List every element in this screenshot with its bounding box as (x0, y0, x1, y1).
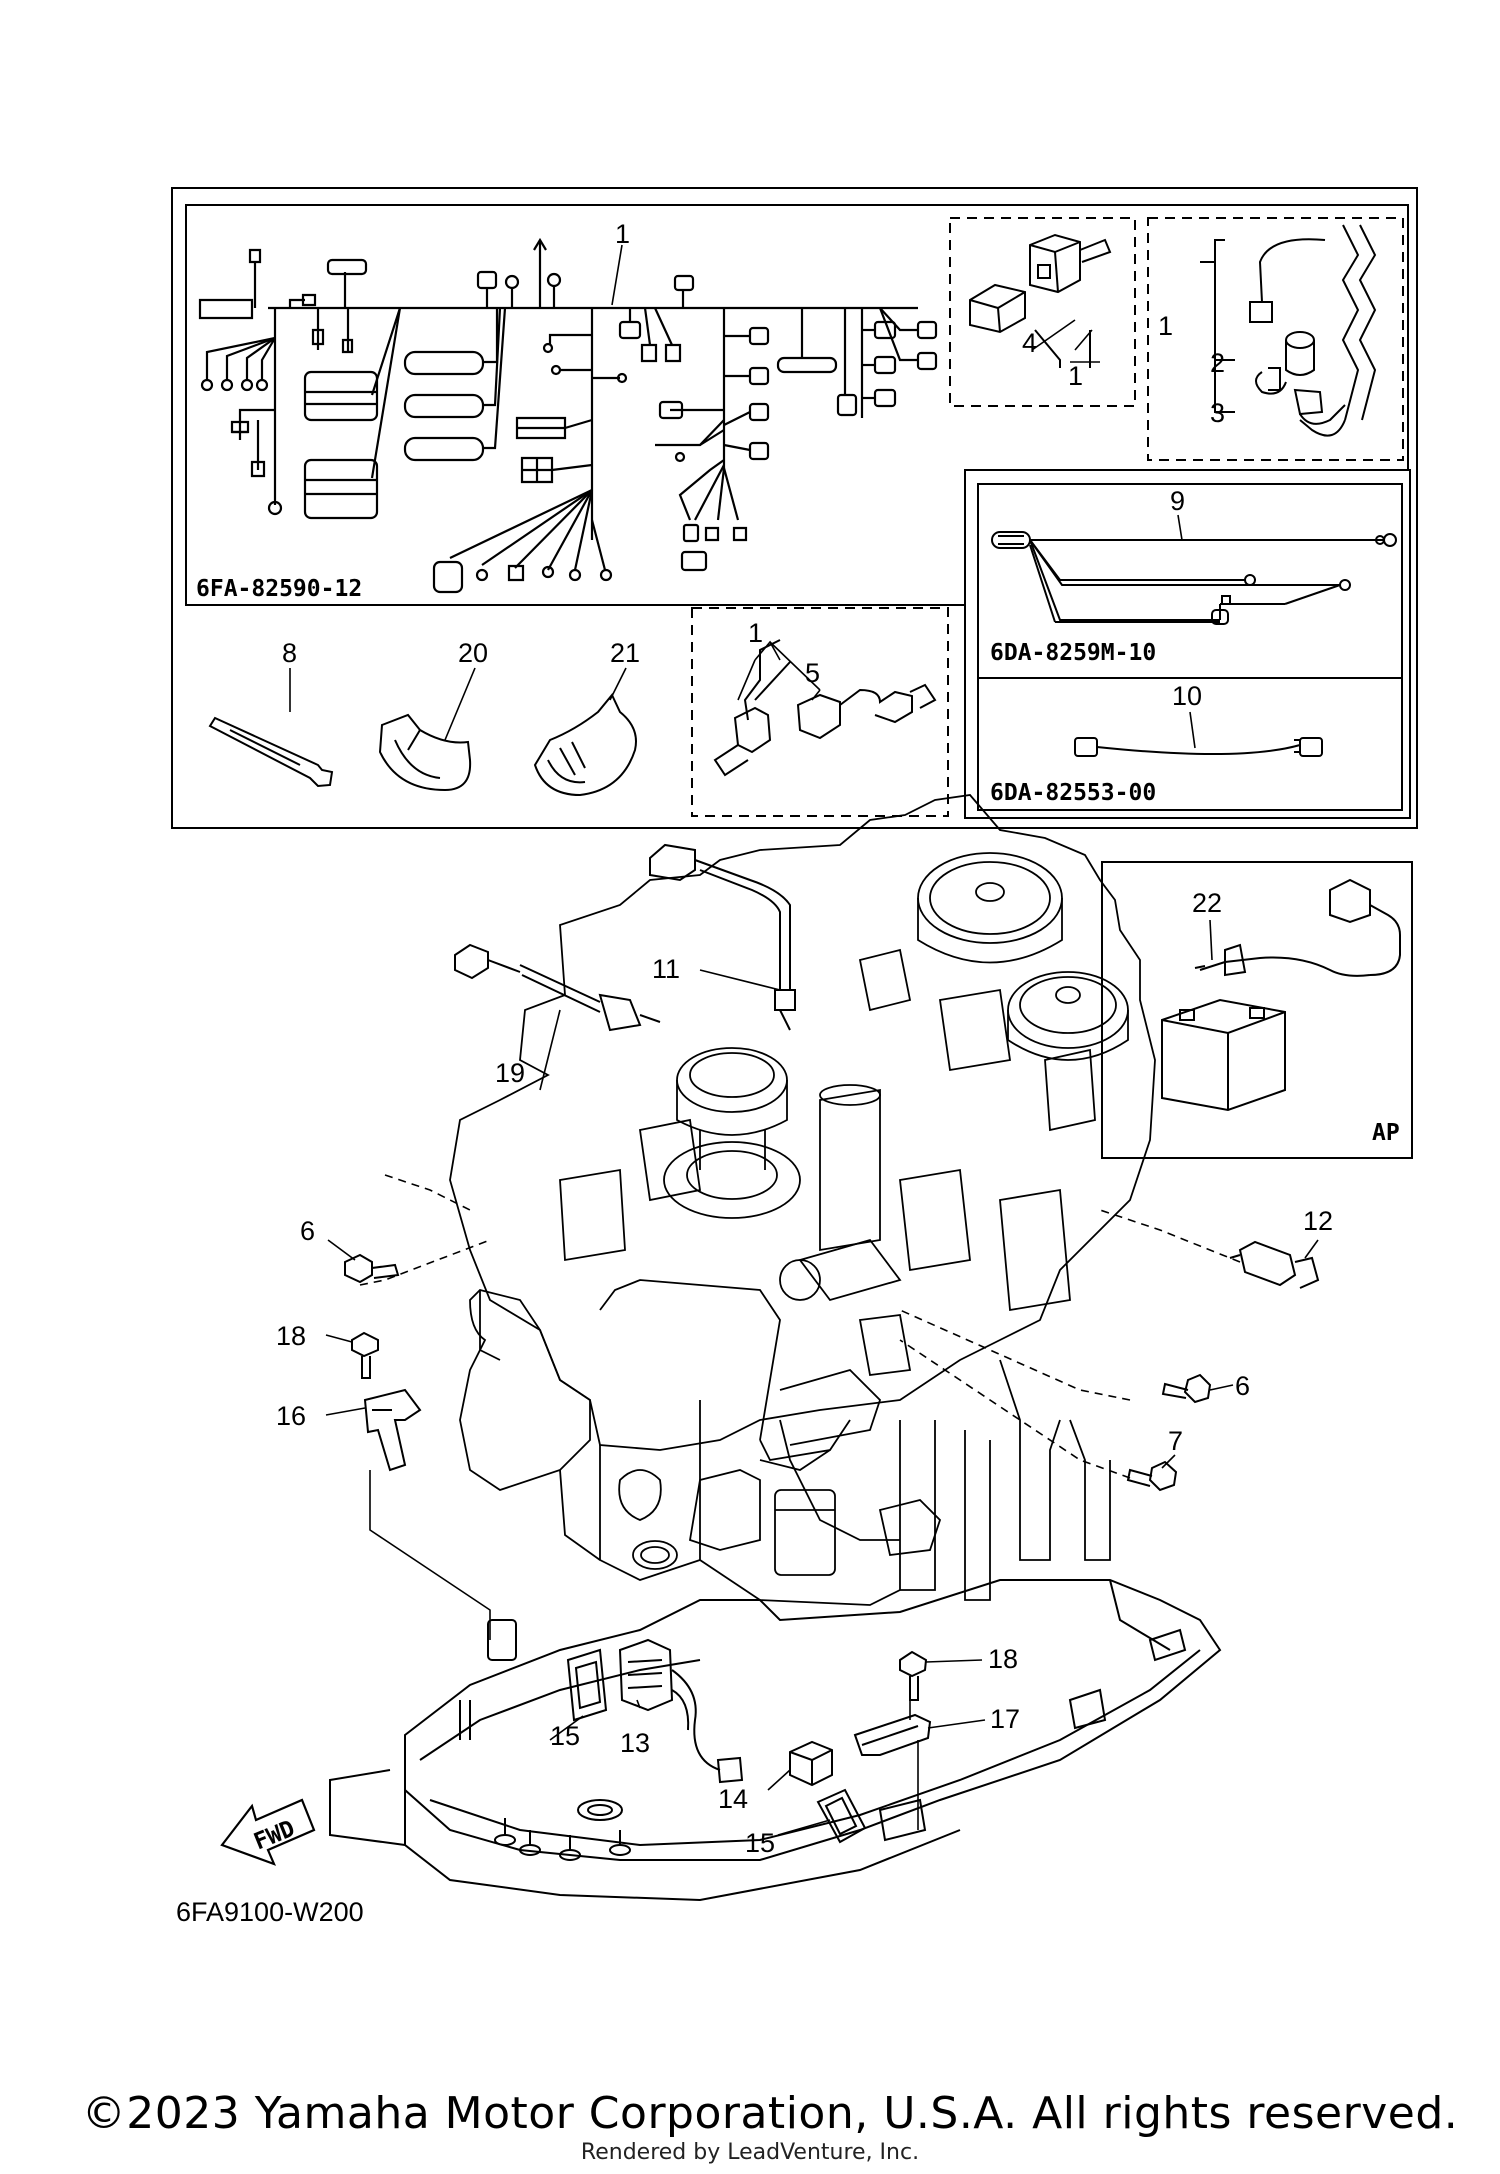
callout-18-left: 18 (276, 1321, 306, 1351)
harness-group-frame (186, 205, 1408, 605)
grommet-15-left (568, 1650, 606, 1720)
rendered-by-notice: Rendered by LeadVenture, Inc. (580, 2140, 920, 2165)
bolt-7 (1128, 1462, 1176, 1490)
clamp-20 (380, 715, 470, 790)
accessory-frame (1102, 862, 1412, 1158)
callout-1-relay: 1 (1068, 361, 1083, 391)
engine-block (450, 795, 1155, 1605)
lead-10-code: 6DA-82553-00 (990, 780, 1156, 806)
callout-numbers: 1 4 1 1 2 3 9 10 8 20 21 1 5 22 11 19 6 … (276, 219, 1333, 1858)
bracket-17 (855, 1715, 930, 1755)
ecu-connector-1 (305, 372, 377, 420)
callout-5: 5 (805, 658, 820, 688)
relay-subgroup (950, 218, 1135, 406)
accessory-code: AP (1372, 1120, 1400, 1146)
sensor-19 (455, 945, 660, 1030)
lead-9 (992, 532, 1396, 624)
copyright-notice: ©2023 Yamaha Motor Corporation, U.S.A. A… (81, 2088, 1459, 2139)
leader-lines (290, 245, 1318, 1835)
callout-13: 13 (620, 1728, 650, 1758)
coil-subgroup (1148, 218, 1403, 460)
callout-22: 22 (1192, 888, 1222, 918)
sensor-subgroup (692, 608, 948, 816)
temp-sensor-11 (650, 845, 795, 1030)
callout-20: 20 (458, 638, 488, 668)
top-panel-frame (172, 188, 1417, 828)
callout-8: 8 (282, 638, 297, 668)
callout-16: 16 (276, 1401, 306, 1431)
ecu-connector-2 (305, 460, 377, 518)
callout-17: 17 (990, 1704, 1020, 1734)
lead-10-frame (978, 678, 1402, 810)
callout-1-sensor: 1 (748, 618, 763, 648)
callout-1-harness: 1 (615, 219, 630, 249)
clamp-21 (535, 695, 636, 795)
bottom-cowling (330, 1580, 1220, 1900)
bolt-6-left (345, 1255, 398, 1282)
callout-7: 7 (1168, 1426, 1183, 1456)
bracket-16 (365, 1390, 420, 1470)
harness-code: 6FA-82590-12 (196, 576, 362, 602)
bolt-6-right (1163, 1375, 1210, 1402)
diagram-code: 6FA9100-W200 (176, 1897, 364, 1927)
callout-14: 14 (718, 1784, 748, 1814)
fwd-label: FWD (250, 1816, 298, 1856)
callout-6-left: 6 (300, 1216, 315, 1246)
callout-10: 10 (1172, 681, 1202, 711)
callout-12: 12 (1303, 1206, 1333, 1236)
callout-15-right: 15 (745, 1828, 775, 1858)
fwd-arrow (222, 1800, 314, 1864)
switch-13 (620, 1640, 742, 1782)
coil-part (1200, 225, 1375, 436)
lead-9-code: 6DA-8259M-10 (990, 640, 1156, 666)
relay-part (970, 235, 1110, 368)
callout-4: 4 (1022, 328, 1037, 358)
callout-6-right: 6 (1235, 1371, 1250, 1401)
group-codes: 6FA-82590-12 6DA-8259M-10 6DA-82553-00 A… (196, 576, 1400, 1146)
accessory-22 (1162, 880, 1400, 1110)
callout-3: 3 (1210, 398, 1225, 428)
lead-10 (1075, 738, 1322, 756)
switch-14 (790, 1742, 832, 1785)
callout-11: 11 (652, 954, 680, 984)
wire-harness (200, 240, 936, 592)
callout-15-left: 15 (550, 1721, 580, 1751)
callout-1-coil: 1 (1158, 311, 1173, 341)
leads-panel-frame (965, 470, 1410, 818)
callout-21: 21 (610, 638, 640, 668)
callout-2: 2 (1210, 348, 1225, 378)
bolt-18-left (352, 1333, 378, 1378)
cable-tie (210, 718, 332, 786)
bolt-18-right (900, 1652, 926, 1700)
callout-18-right: 18 (988, 1644, 1018, 1674)
callout-19: 19 (495, 1058, 525, 1088)
grommet-15-right (818, 1790, 865, 1842)
sensor-12 (1230, 1242, 1318, 1288)
callout-9: 9 (1170, 486, 1185, 516)
